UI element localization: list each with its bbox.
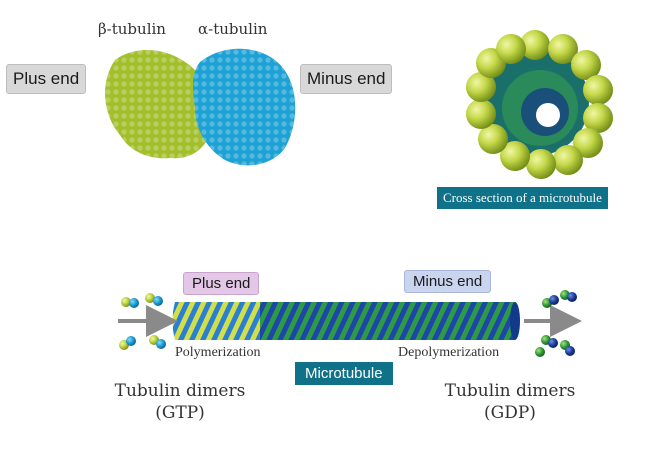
gdp-dimers-label-line2: (GDP)	[484, 403, 536, 423]
microtubule-plus-end-label: Plus end	[183, 272, 260, 295]
depolymerization-label: Depolymerization	[398, 345, 500, 360]
gtp-dimers-label-line2: (GTP)	[155, 403, 205, 423]
alpha-tubulin-label: α-tubulin	[198, 20, 268, 38]
gtp-dimers-label: Tubulin dimers (GTP)	[100, 380, 260, 424]
microtubule-label: Microtubule	[295, 362, 393, 385]
beta-tubulin-label: β-tubulin	[98, 20, 166, 38]
microtubule-cross-section	[466, 30, 613, 179]
alpha-tubulin-protein	[192, 48, 296, 166]
polymerization-label: Polymerization	[175, 345, 261, 360]
gtp-dimers	[119, 293, 166, 350]
plus-end-label: Plus end	[6, 64, 87, 94]
gdp-dimers	[535, 290, 577, 357]
beta-tubulin-protein	[105, 49, 217, 159]
microtubule-minus-end-label: Minus end	[404, 270, 492, 293]
gdp-dimers-label-line1: Tubulin dimers	[444, 381, 576, 401]
cross-section-caption: Cross section of a microtubule	[437, 187, 608, 209]
microtubule-filament	[172, 302, 520, 340]
minus-end-label: Minus end	[300, 64, 393, 94]
gtp-dimers-label-line1: Tubulin dimers	[114, 381, 246, 401]
gdp-dimers-label: Tubulin dimers (GDP)	[430, 380, 590, 424]
